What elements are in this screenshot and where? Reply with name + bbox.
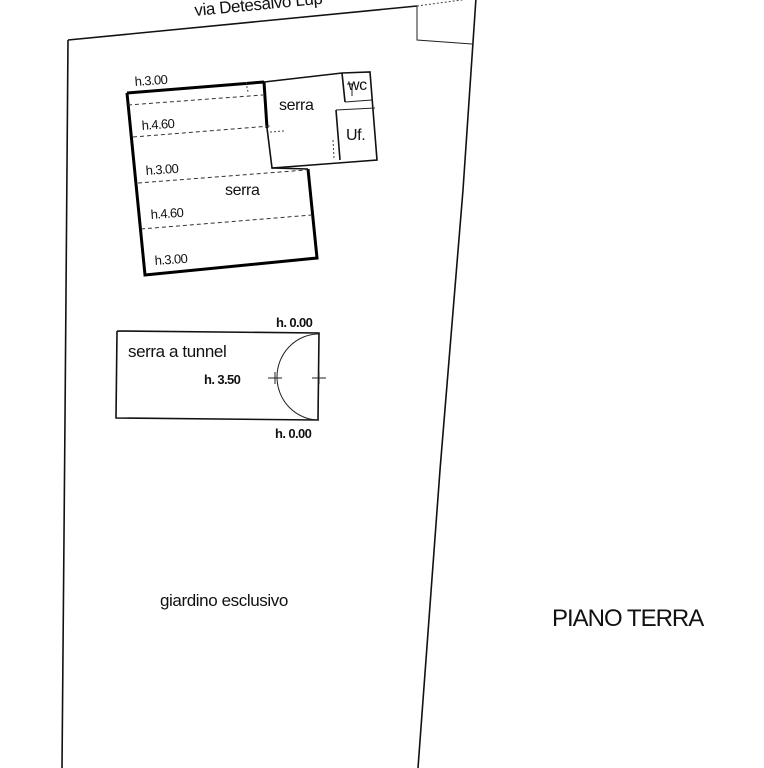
tunnel-greenhouse [115,330,326,421]
lot-boundary [61,0,477,768]
tunnel-height-top: h. 0.00 [276,315,313,330]
floor-title: PIANO TERRA [552,605,704,632]
tunnel-height-bottom: h. 0.00 [275,426,312,441]
height-label: h.4.60 [141,116,175,133]
height-label: h.3.00 [134,72,168,89]
garden-label: giardino esclusivo [160,591,288,610]
height-label: h.3.00 [154,251,188,268]
greenhouse-block [125,71,378,277]
height-label: h.3.00 [145,161,179,178]
room-label-office: Uf. [346,127,365,144]
height-label: h.4.60 [150,205,184,222]
room-label-wc: wc [347,77,367,94]
tunnel-height-mid: h. 3.50 [204,372,241,387]
room-label-serra-lower: serra [225,182,260,199]
tunnel-label: serra a tunnel [128,342,226,361]
room-label-serra-upper: serra [279,97,314,114]
